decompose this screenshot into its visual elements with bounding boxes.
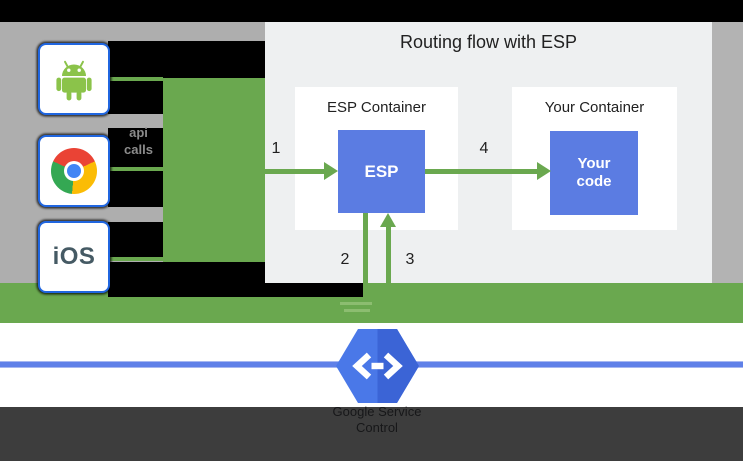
arrow-1-head-icon — [324, 162, 338, 180]
bottom-dark-bar — [0, 407, 743, 461]
android-icon — [56, 60, 92, 101]
arrow-3-shaft — [386, 227, 391, 316]
step-3-label: 3 — [405, 251, 415, 268]
black-overlay — [108, 128, 163, 168]
esp-container-title: ESP Container — [327, 99, 426, 116]
api-calls-line1: api — [129, 125, 148, 140]
your-code-box: Your code — [550, 131, 638, 215]
your-code-line1: Your — [577, 155, 611, 172]
your-container: Your Container Your code — [512, 87, 677, 230]
panel-title: Routing flow with ESP — [399, 32, 578, 52]
your-code-label: Your code — [576, 155, 611, 191]
android-client-box — [38, 43, 110, 115]
api-calls-line2: calls — [124, 142, 153, 157]
your-code-line2: code — [576, 173, 612, 190]
chrome-client-box — [38, 135, 110, 207]
right-gray-background — [712, 22, 743, 283]
green-bar-highlight — [340, 302, 372, 305]
esp-box-label: ESP — [364, 161, 399, 181]
step-1-label: 1 — [271, 140, 281, 157]
connector-line-chrome — [110, 167, 163, 171]
connector-line-ios — [110, 257, 163, 261]
ios-client-box: iOS — [38, 221, 110, 293]
esp-box: ESP — [338, 130, 425, 213]
arrow-4-shaft — [425, 169, 537, 174]
black-overlay — [108, 41, 265, 79]
connector-line-android — [110, 77, 163, 81]
black-overlay — [108, 171, 163, 207]
your-container-title: Your Container — [544, 99, 645, 116]
black-overlay — [108, 79, 163, 114]
arrow-2-shaft — [363, 213, 368, 316]
arrow-3-head-icon — [380, 213, 396, 227]
arrow-1-shaft — [265, 169, 324, 174]
esp-container: ESP Container ESP — [295, 87, 458, 230]
api-calls-label: api calls — [110, 124, 167, 158]
top-black-bar — [0, 0, 743, 22]
black-overlay — [108, 222, 163, 258]
green-bar-highlight — [344, 309, 370, 312]
arrow-4-head-icon — [537, 162, 551, 180]
step-2-label: 2 — [340, 251, 350, 268]
ios-label: iOS — [52, 243, 96, 270]
chrome-browser-icon — [51, 148, 97, 194]
chrome-icon-center — [67, 164, 81, 178]
load-balancer-bar — [163, 78, 265, 262]
cloud-endpoints-hexagon-icon — [334, 326, 421, 411]
step-4-label: 4 — [479, 140, 489, 157]
